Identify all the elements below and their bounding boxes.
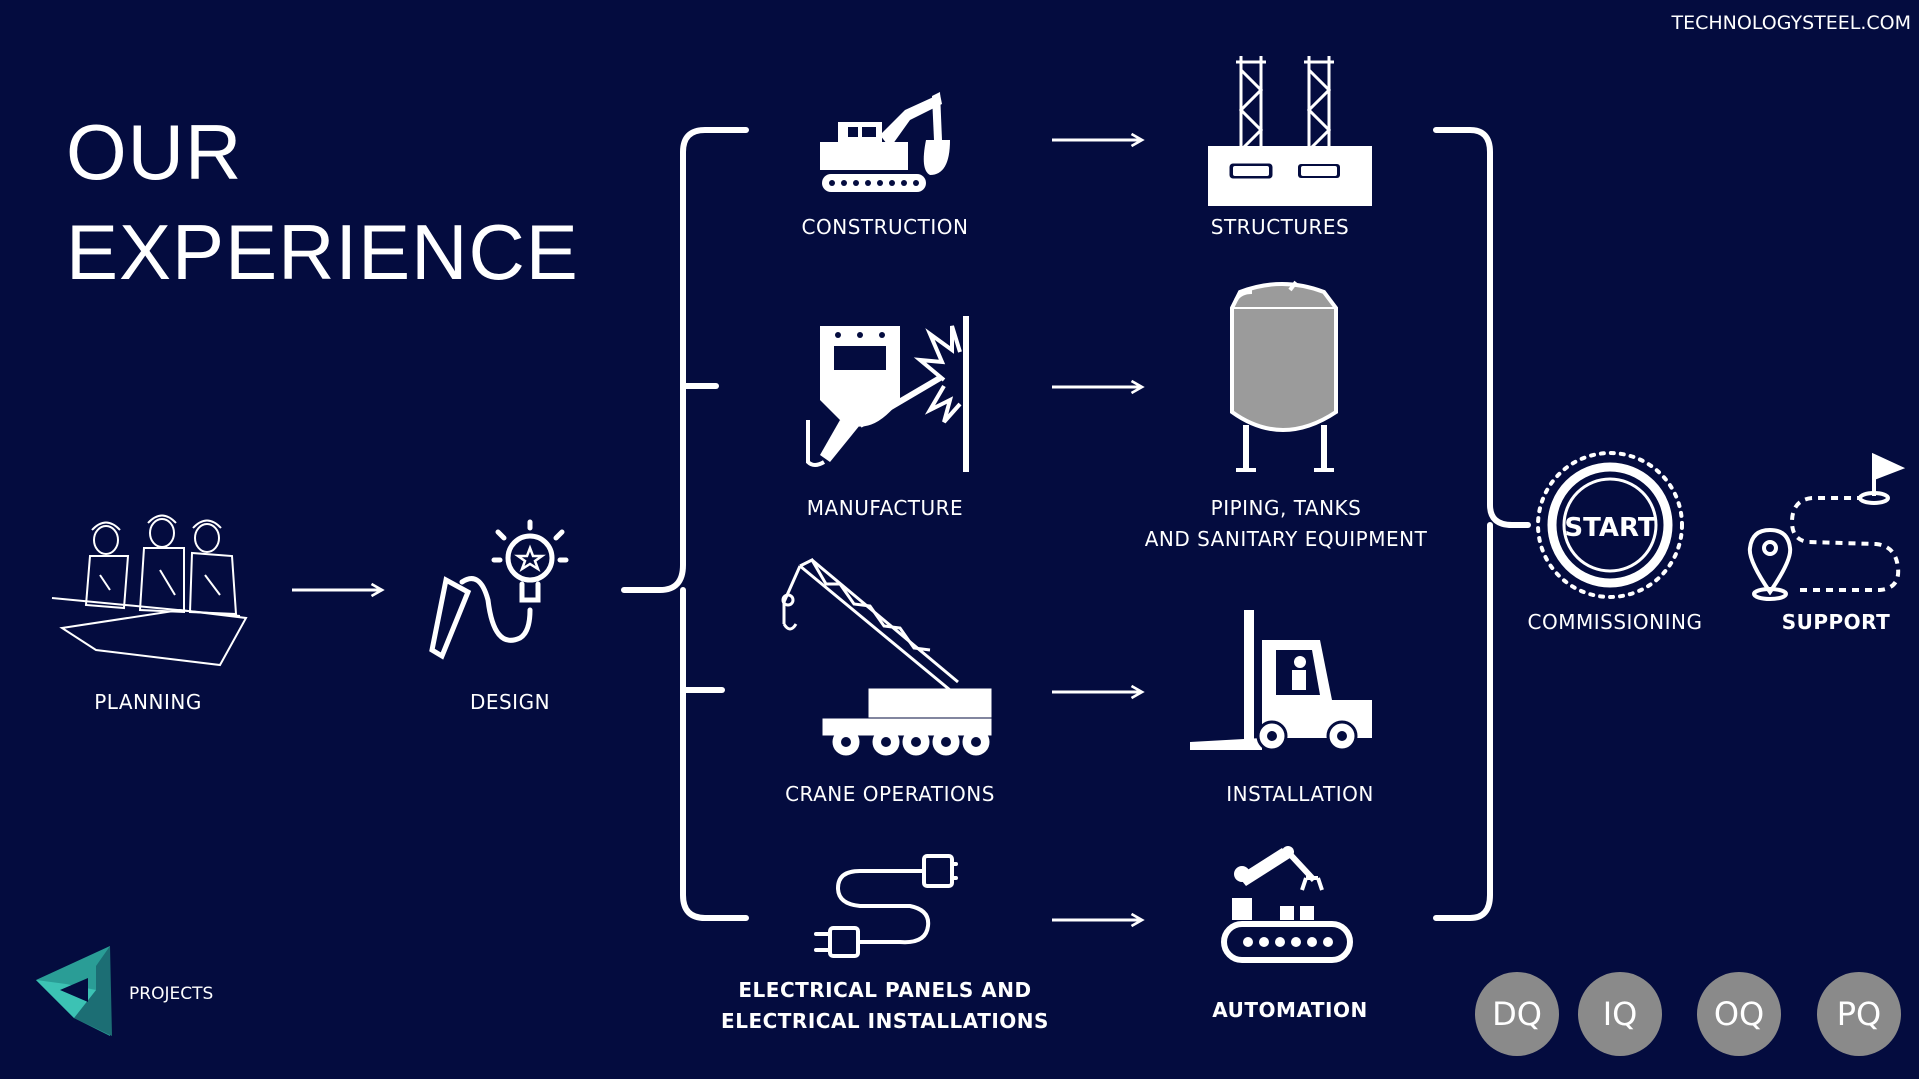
left-brace	[621, 127, 749, 921]
right-brace	[1433, 127, 1531, 921]
title-line-2: EXPERIENCE	[66, 208, 579, 296]
design-label: DESIGN	[469, 690, 551, 714]
robot-arm-conveyor-icon	[1221, 846, 1353, 963]
engineers-with-blueprint-icon	[51, 514, 248, 667]
qualification-badge-pq: PQ	[1817, 972, 1901, 1056]
construction-label: CONSTRUCTION	[801, 215, 969, 239]
page-title: OUR EXPERIENCE	[66, 102, 579, 302]
qualification-badge-dq: DQ	[1475, 972, 1559, 1056]
qualification-badge-iq: IQ	[1578, 972, 1662, 1056]
title-line-1: OUR	[66, 108, 243, 196]
start-label: START	[1564, 513, 1655, 543]
projects-label: PROJECTS	[129, 984, 214, 1004]
installation-label: INSTALLATION	[1226, 782, 1374, 806]
piping-label: PIPING, TANKS AND SANITARY EQUIPMENT	[1116, 493, 1456, 555]
electrical-label-line-2: ELECTRICAL INSTALLATIONS	[721, 1009, 1049, 1033]
route-map-icon	[1747, 452, 1906, 601]
qualification-badge-oq: OQ	[1697, 972, 1781, 1056]
website-label: TECHNOLOGYSTEEL.COM	[1671, 12, 1912, 34]
structures-label: STRUCTURES	[1210, 215, 1350, 239]
piping-label-line-2: AND SANITARY EQUIPMENT	[1144, 527, 1428, 551]
electrical-label: ELECTRICAL PANELS AND ELECTRICAL INSTALL…	[720, 975, 1050, 1037]
excavator-icon	[820, 92, 950, 192]
electrical-label-line-1: ELECTRICAL PANELS AND	[738, 978, 1032, 1002]
mobile-crane-icon	[781, 558, 992, 756]
tank-icon	[1230, 280, 1338, 472]
plug-cable-icon	[814, 854, 958, 958]
pencil-lightbulb-icon	[429, 519, 569, 660]
manufacture-label: MANUFACTURE	[806, 496, 964, 520]
support-label: SUPPORT	[1781, 610, 1891, 634]
start-button-icon	[1536, 451, 1684, 599]
crane-label: CRANE OPERATIONS	[785, 782, 995, 806]
piping-label-line-1: PIPING, TANKS	[1210, 496, 1362, 520]
welding-icon	[806, 316, 969, 472]
planning-label: PLANNING	[94, 690, 202, 714]
steel-structure-icon	[1208, 56, 1372, 206]
forklift-icon	[1190, 610, 1372, 752]
projects-logo-icon	[36, 946, 112, 1036]
commissioning-label: COMMISSIONING	[1527, 610, 1703, 634]
automation-label: AUTOMATION	[1212, 998, 1368, 1022]
